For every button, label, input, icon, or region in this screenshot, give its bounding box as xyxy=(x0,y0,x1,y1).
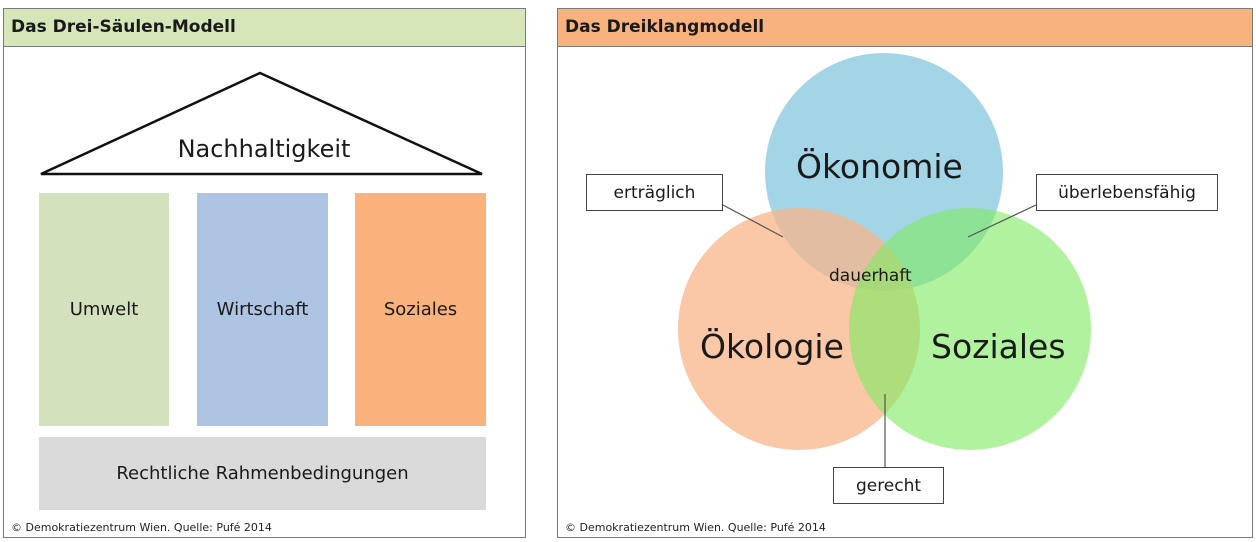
callout-gerecht: gerecht xyxy=(833,467,944,504)
venn-diagram xyxy=(678,53,1091,467)
roof-triangle xyxy=(40,71,483,176)
circle-oekologie xyxy=(678,208,920,450)
three-pillar-panel: Das Drei-Säulen-Modell Nachhaltigkeit Um… xyxy=(3,8,526,538)
roof-svg xyxy=(40,71,483,176)
callout-text: erträglich xyxy=(613,182,696,203)
center-label-dauerhaft: dauerhaft xyxy=(829,266,912,286)
pillar-label: Umwelt xyxy=(69,299,139,320)
copyright-footer: © Demokratiezentrum Wien. Quelle: Pufé 2… xyxy=(565,521,826,534)
circle-label-oekonomie: Ökonomie xyxy=(796,147,963,186)
callout-ueberlebensfaehig: überlebensfähig xyxy=(1036,174,1218,211)
pillar-label: Soziales xyxy=(383,299,458,320)
callout-text: gerecht xyxy=(855,475,922,496)
circle-label-soziales: Soziales xyxy=(931,327,1066,366)
pillar-soziales: Soziales xyxy=(355,193,486,426)
foundation-block: Rechtliche Rahmenbedingungen xyxy=(39,437,486,510)
triad-panel: Das Dreiklangmodell Ökonomie Ökologie So… xyxy=(557,8,1253,538)
callout-ertraeglich: erträglich xyxy=(586,174,723,211)
connector-ueberlebensfaehig xyxy=(967,204,1037,238)
copyright-footer: © Demokratiezentrum Wien. Quelle: Pufé 2… xyxy=(11,521,272,534)
panel-title: Das Dreiklangmodell xyxy=(558,9,1252,47)
panel-title: Das Drei-Säulen-Modell xyxy=(4,9,525,47)
callout-text: überlebensfähig xyxy=(1058,182,1196,203)
circle-soziales xyxy=(849,208,1091,450)
roof-label: Nachhaltigkeit xyxy=(177,135,351,163)
circle-label-oekologie: Ökologie xyxy=(700,327,844,366)
pillar-wirtschaft: Wirtschaft xyxy=(197,193,328,426)
pillar-umwelt: Umwelt xyxy=(39,193,169,426)
connector-ertraeglich xyxy=(722,204,784,238)
foundation-label: Rechtliche Rahmenbedingungen xyxy=(116,463,409,484)
pillar-label: Wirtschaft xyxy=(216,299,309,320)
